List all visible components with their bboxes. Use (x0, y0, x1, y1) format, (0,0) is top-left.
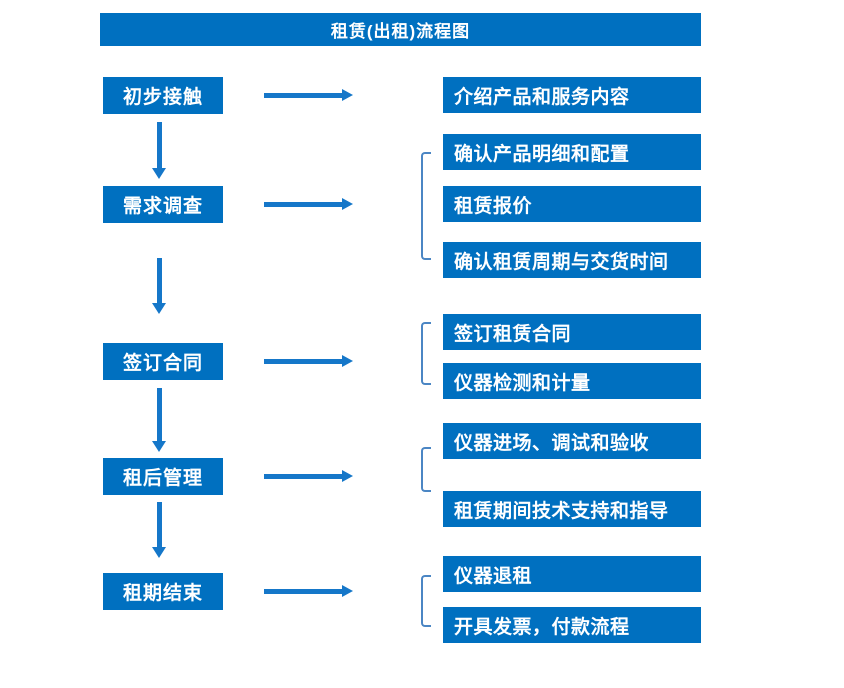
down-arrow-icon-3 (152, 388, 167, 452)
arrow-head (342, 585, 353, 597)
arrow-head (342, 89, 353, 101)
diagram-title: 租赁(出租)流程图 (100, 13, 701, 46)
down-arrow-icon-1 (152, 122, 167, 179)
arrow-shaft (157, 258, 162, 305)
group-bracket-demand-survey (421, 152, 431, 260)
right-arrow-icon-3 (264, 355, 353, 368)
detail-box-invoice-payment: 开具发票，付款流程 (443, 607, 701, 643)
step-box-demand-survey: 需求调查 (103, 186, 223, 223)
step-box-sign-contract: 签订合同 (103, 343, 223, 380)
group-bracket-sign-contract (421, 322, 431, 385)
detail-box-instrument-test-calibration: 仪器检测和计量 (443, 363, 701, 399)
down-arrow-icon-4 (152, 502, 167, 558)
detail-box-instrument-return: 仪器退租 (443, 556, 701, 592)
arrow-shaft (264, 359, 343, 364)
step-box-initial-contact: 初步接触 (103, 77, 223, 114)
arrow-shaft (157, 122, 162, 170)
arrow-head (342, 198, 353, 210)
down-arrow-icon-2 (152, 258, 167, 314)
arrow-shaft (264, 93, 343, 98)
group-bracket-post-rental (421, 447, 431, 492)
arrow-shaft (264, 474, 343, 479)
arrow-head (342, 470, 353, 482)
arrow-head (152, 547, 166, 558)
step-box-rental-end: 租期结束 (103, 573, 223, 610)
detail-box-instrument-arrival-acceptance: 仪器进场、调试和验收 (443, 423, 701, 459)
right-arrow-icon-5 (264, 585, 353, 598)
group-bracket-rental-end (421, 575, 431, 627)
arrow-shaft (157, 502, 162, 549)
right-arrow-icon-1 (264, 89, 353, 102)
arrow-head (152, 168, 166, 179)
right-arrow-icon-4 (264, 470, 353, 483)
arrow-shaft (264, 202, 343, 207)
step-box-post-rental-management: 租后管理 (103, 458, 223, 495)
right-arrow-icon-2 (264, 198, 353, 211)
arrow-shaft (264, 589, 343, 594)
detail-box-confirm-product-config: 确认产品明细和配置 (443, 134, 701, 170)
detail-box-technical-support: 租赁期间技术支持和指导 (443, 491, 701, 527)
detail-box-confirm-period-delivery: 确认租赁周期与交货时间 (443, 242, 701, 278)
arrow-head (152, 303, 166, 314)
arrow-head (342, 355, 353, 367)
arrow-head (152, 441, 166, 452)
detail-box-rental-quote: 租赁报价 (443, 186, 701, 222)
detail-box-sign-rental-contract: 签订租赁合同 (443, 314, 701, 350)
detail-box-introduce-products: 介绍产品和服务内容 (443, 77, 701, 113)
arrow-shaft (157, 388, 162, 443)
